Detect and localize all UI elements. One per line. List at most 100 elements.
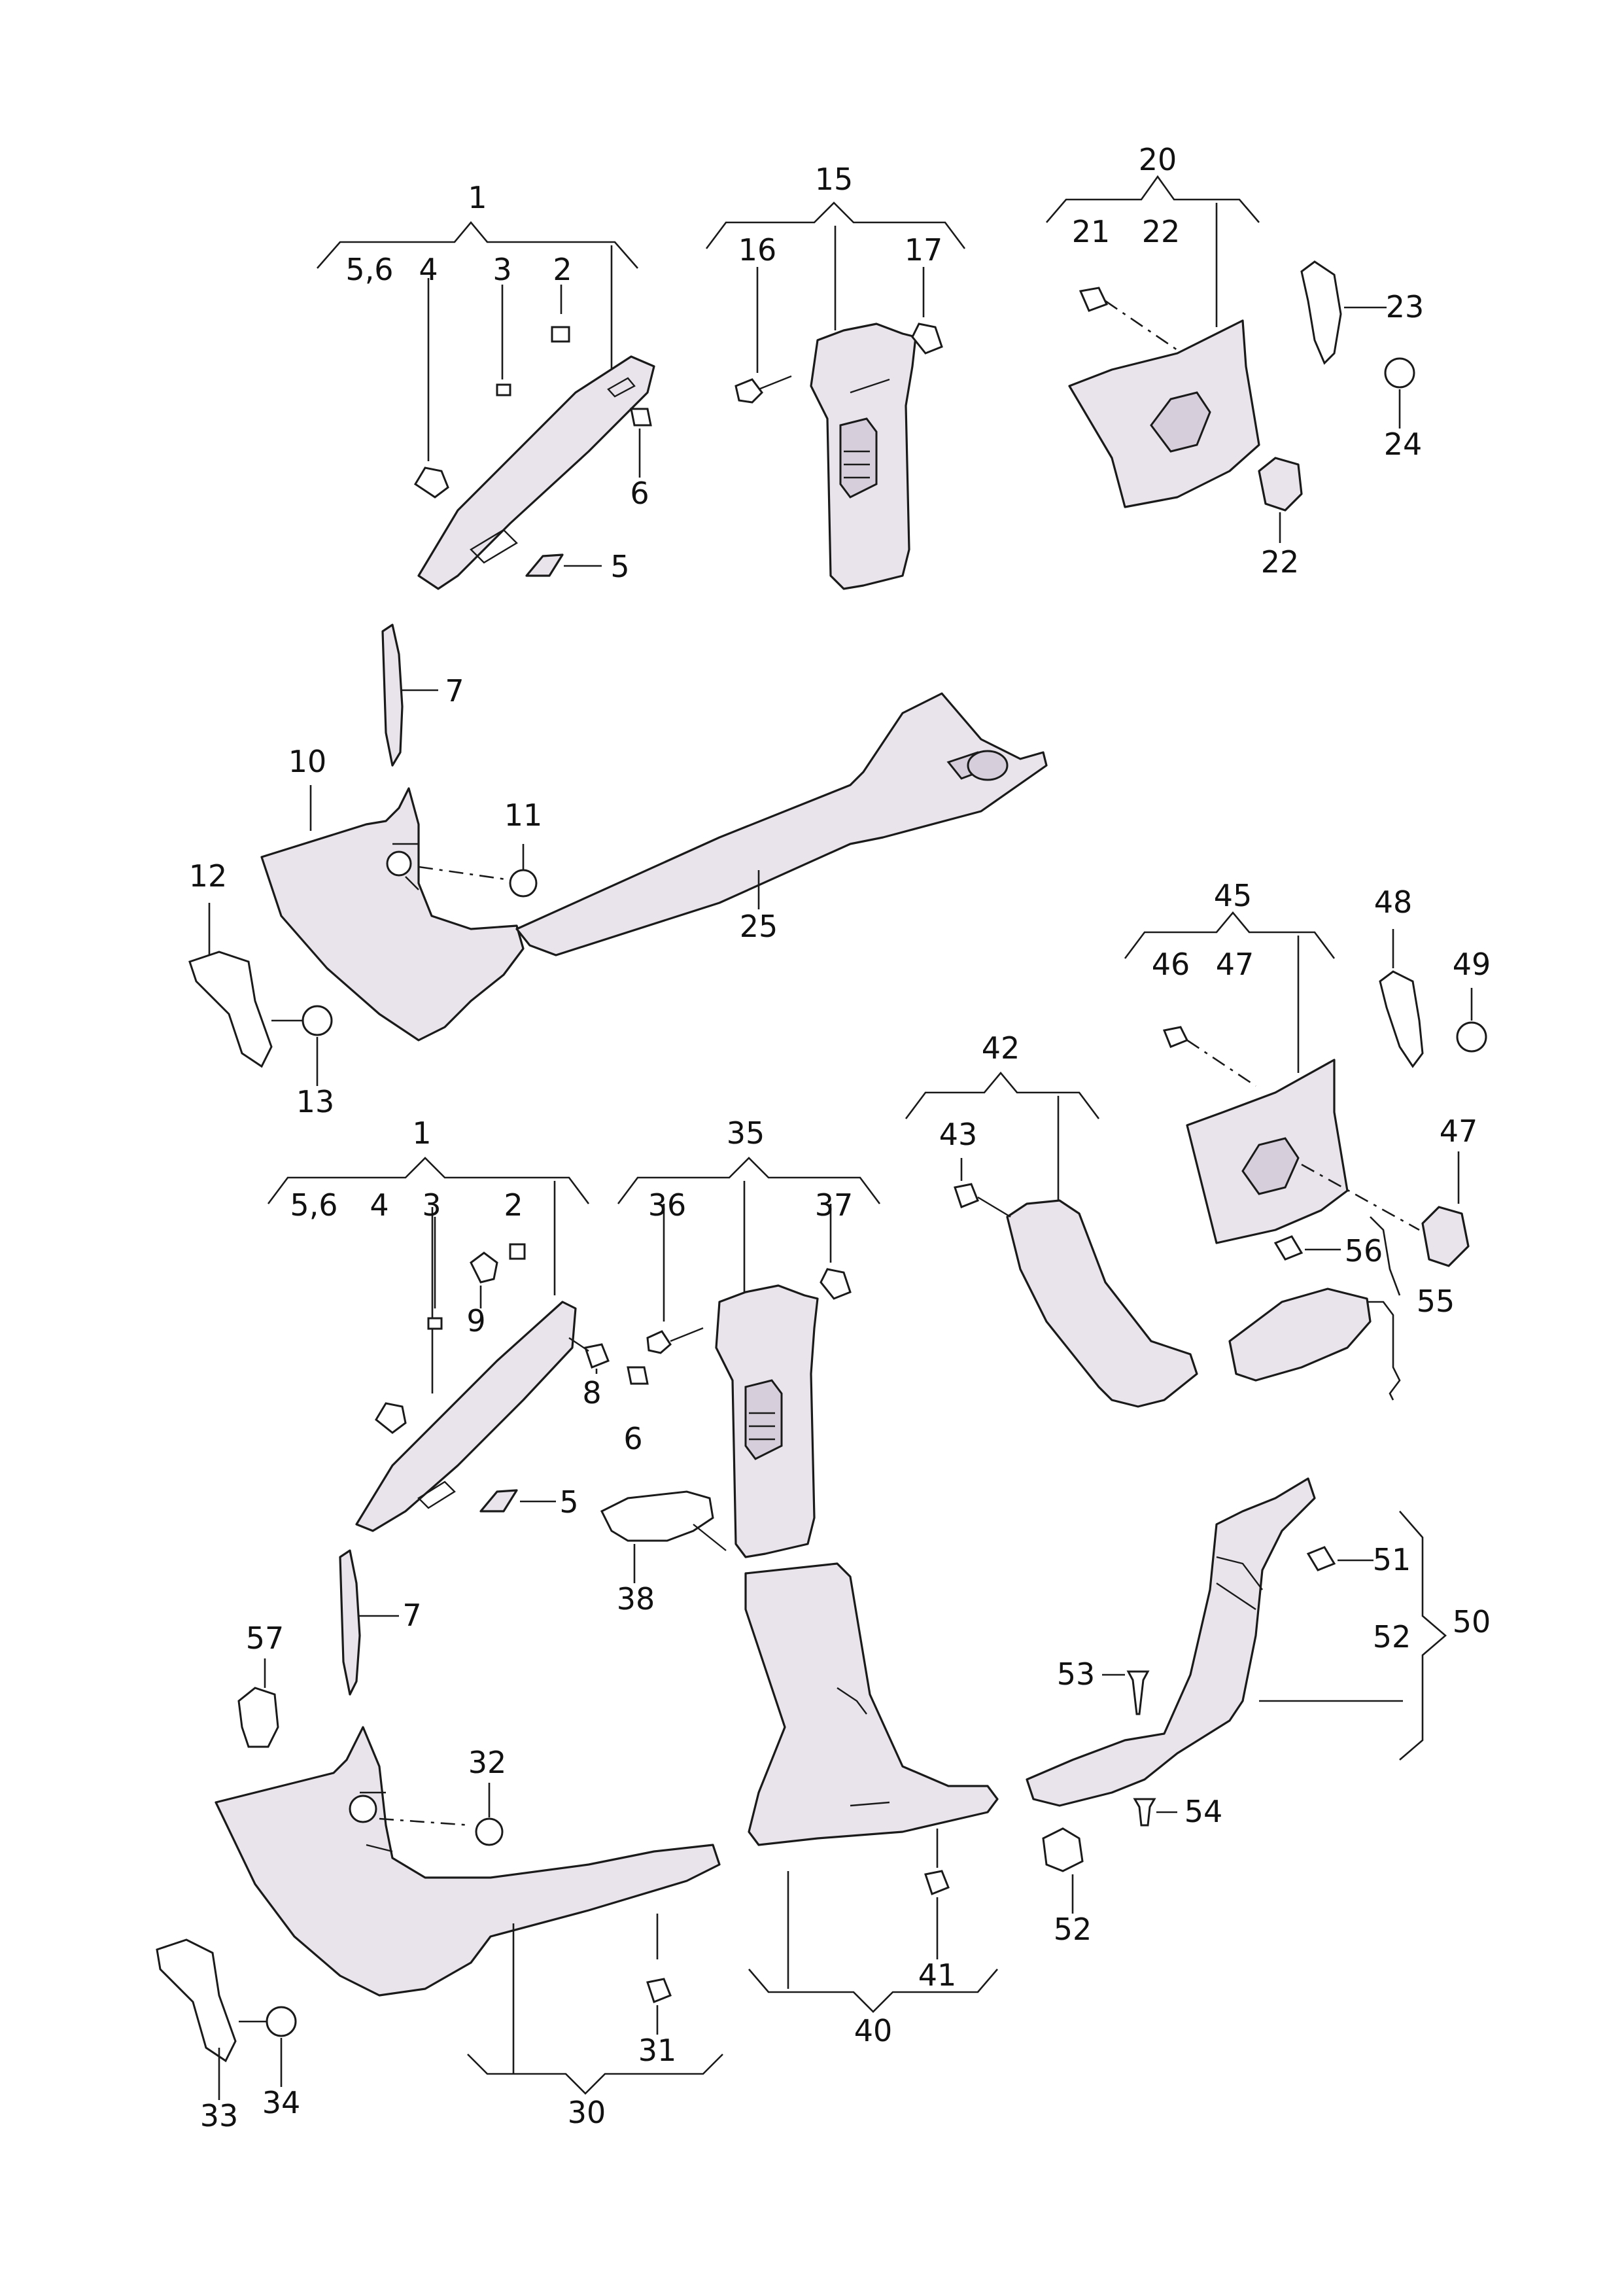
- label-6-lower: 6: [623, 1421, 642, 1456]
- clip-4-lower-icon: [375, 1402, 407, 1434]
- label-9: 9: [466, 1303, 485, 1339]
- clip-17-icon: [911, 323, 943, 355]
- a-pillar-trim-lower: [355, 1301, 577, 1532]
- label-12: 12: [189, 858, 228, 894]
- label-34: 34: [262, 2085, 301, 2120]
- clip-3-icon: [496, 383, 511, 396]
- label-45: 45: [1214, 878, 1253, 913]
- clip-6-lower-icon: [627, 1366, 649, 1385]
- label-50: 50: [1453, 1604, 1491, 1639]
- group-rear-pillar-lower: [1026, 1477, 1447, 1914]
- label-5: 5: [610, 549, 629, 584]
- label-55: 55: [1417, 1284, 1455, 1319]
- sill-trim-10: [260, 787, 525, 1042]
- cover-5: [525, 553, 564, 577]
- screw-16-icon: [734, 378, 763, 404]
- label-13: 13: [296, 1084, 335, 1119]
- label-56: 56: [1345, 1233, 1383, 1269]
- cover-5-lower: [479, 1489, 518, 1513]
- cover-47: [1421, 1206, 1470, 1267]
- label-11: 11: [504, 797, 543, 833]
- label-6: 6: [630, 476, 649, 511]
- clip-52-icon: [1042, 1827, 1084, 1872]
- rivet-54-icon: [1133, 1798, 1156, 1827]
- label-32: 32: [468, 1745, 507, 1780]
- vent-opening-45: [1241, 1137, 1300, 1195]
- label-20: 20: [1139, 142, 1177, 177]
- plug-34-icon: [266, 2006, 297, 2037]
- label-17: 17: [905, 232, 943, 268]
- clip-4-icon: [413, 466, 449, 499]
- seat-belt-guide-7-lower: [339, 1549, 361, 1696]
- clip-46-icon: [1162, 1026, 1189, 1048]
- label-15: 15: [815, 162, 854, 197]
- label-47-top: 47: [1216, 947, 1254, 982]
- cover-55: [1228, 1288, 1372, 1382]
- group-c-pillar-lower: [1124, 911, 1487, 1401]
- a-pillar-trim-upper: [417, 355, 655, 590]
- label-5-lower: 5: [559, 1484, 578, 1520]
- belt-opening-15: [839, 417, 878, 499]
- clip-38-icon: [600, 1490, 714, 1542]
- belt-opening-35: [744, 1379, 783, 1460]
- label-51: 51: [1373, 1542, 1411, 1577]
- bracket-23-icon: [1300, 260, 1342, 365]
- screw-8-icon: [584, 1343, 610, 1369]
- label-3-lower: 3: [422, 1187, 441, 1223]
- label-7: 7: [445, 673, 464, 709]
- clip-9-icon: [470, 1252, 498, 1284]
- label-48: 48: [1374, 885, 1413, 920]
- clip-51-icon: [1306, 1546, 1336, 1571]
- vent-opening-20: [1150, 391, 1211, 453]
- label-5-6: 5,6: [345, 252, 393, 287]
- clip-21-icon: [1079, 287, 1109, 312]
- sill-trim-30: [215, 1726, 721, 1997]
- group-b-pillar-lower: [600, 1157, 881, 1583]
- label-7-lower: 7: [402, 1598, 421, 1633]
- group-c-pillar-upper: [1046, 175, 1415, 543]
- label-1: 1: [468, 180, 487, 215]
- plug-13-icon: [302, 1005, 333, 1036]
- clip-37-icon: [820, 1268, 852, 1300]
- group-sill-upper: [188, 623, 1048, 1086]
- label-1-lower: 1: [412, 1115, 431, 1151]
- rivet-53-icon: [1126, 1670, 1150, 1715]
- group-quarter-trim: [905, 1071, 1198, 1408]
- label-24: 24: [1384, 427, 1423, 462]
- label-36: 36: [648, 1187, 687, 1223]
- seat-belt-guide-7: [381, 623, 404, 767]
- bracket-33-icon: [156, 1938, 237, 2063]
- label-52-bottom: 52: [1054, 1912, 1092, 1947]
- label-52-right: 52: [1373, 1619, 1411, 1655]
- quarter-trim-42: [1006, 1199, 1198, 1408]
- screw-36-icon: [646, 1330, 672, 1354]
- label-41: 41: [918, 1957, 957, 1993]
- clip-2-lower-icon: [509, 1243, 526, 1260]
- screw-11-icon: [509, 869, 538, 898]
- label-22-top: 22: [1142, 214, 1181, 249]
- label-46: 46: [1152, 947, 1190, 982]
- label-2: 2: [553, 252, 572, 287]
- clip-41-icon: [924, 1870, 950, 1895]
- label-42: 42: [982, 1030, 1020, 1066]
- label-25: 25: [740, 909, 778, 944]
- clip-31-icon: [646, 1978, 672, 2003]
- clip-43-icon: [954, 1183, 979, 1208]
- label-8: 8: [582, 1375, 601, 1410]
- lower-trim-40: [744, 1562, 999, 1846]
- label-43: 43: [939, 1117, 978, 1152]
- group-a-pillar-lower: [267, 1157, 649, 1532]
- label-31: 31: [638, 2033, 677, 2068]
- plug-49-icon: [1456, 1021, 1487, 1053]
- label-2-lower: 2: [504, 1187, 523, 1223]
- cover-22: [1258, 457, 1303, 512]
- clip-56-icon: [1273, 1235, 1304, 1261]
- group-b-pillar-upper: [705, 201, 966, 590]
- label-16: 16: [738, 232, 777, 268]
- label-22-bottom: 22: [1261, 544, 1300, 580]
- clip-6-icon: [630, 408, 652, 427]
- label-35: 35: [727, 1115, 765, 1151]
- plug-24-icon: [1384, 357, 1415, 389]
- label-4-lower: 4: [370, 1187, 389, 1223]
